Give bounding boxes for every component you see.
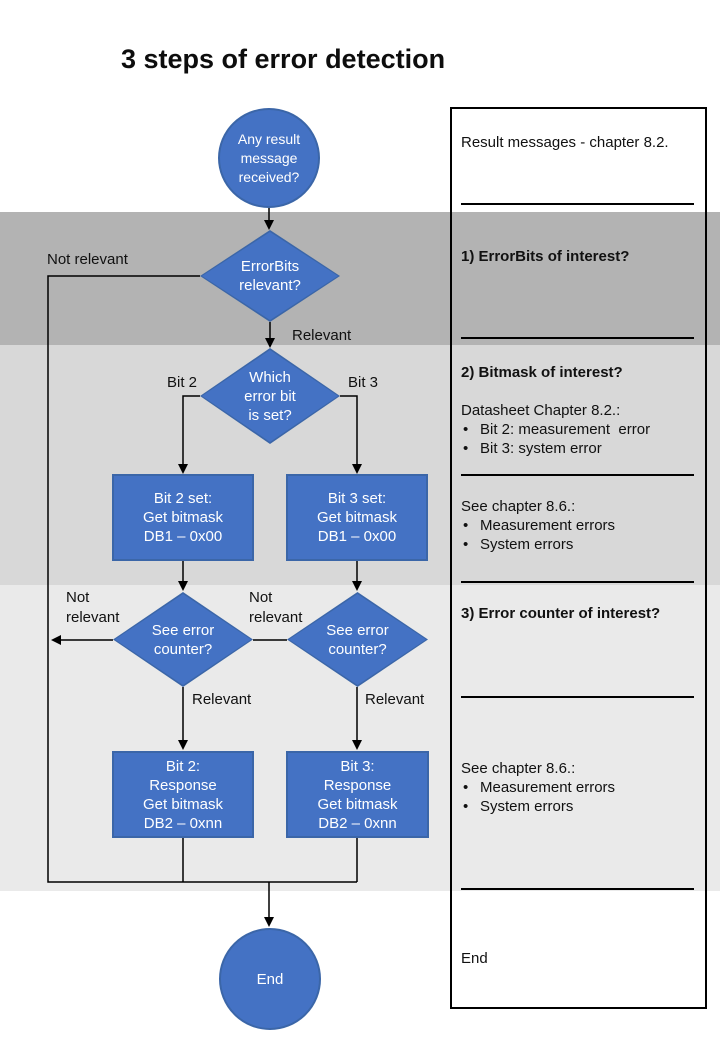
panel-step3-sub: See chapter 8.6.: — [461, 760, 576, 777]
panel-rule-3 — [461, 474, 694, 476]
bullet-item-label: Measurement errors — [480, 517, 616, 534]
bullet-item-label: System errors — [480, 798, 574, 815]
node-bit3-set-label: Bit 3 set: Get bitmask DB1 – 0x00 — [316, 490, 398, 545]
node-end: End — [219, 928, 321, 1030]
edge-label-bit2: Bit 2 — [167, 374, 198, 391]
edge-bit2-branch — [178, 395, 200, 474]
edge-not-relevant-bypass — [47, 275, 357, 883]
panel-end-label: End — [461, 950, 488, 967]
bullet-icon: • — [463, 517, 469, 534]
bullet-item: • Bit 3: system error — [463, 439, 602, 458]
bullet-item-label: Bit 2: measurement error — [480, 421, 651, 438]
edge-label-relevant-right: Relevant — [365, 691, 425, 708]
node-bit3-response-label: Bit 3: Response Get bitmask DB2 – 0xnn — [317, 757, 398, 832]
bullet-item: • Measurement errors — [463, 778, 615, 797]
page-title: 3 steps of error detection — [121, 44, 446, 74]
node-bit3-set: Bit 3 set: Get bitmask DB1 – 0x00 — [286, 474, 428, 561]
panel-rule-4 — [461, 581, 694, 583]
panel-rule-6 — [461, 888, 694, 890]
bullet-icon: • — [463, 440, 469, 457]
bullet-item: • System errors — [463, 797, 573, 816]
bullet-item-label: Bit 3: system error — [480, 440, 602, 457]
bullet-icon: • — [463, 798, 469, 815]
edge-label-not-relevant-top: Not relevant — [47, 251, 128, 268]
bullet-icon: • — [463, 536, 469, 553]
edge-bit3-branch — [340, 395, 362, 474]
panel-step2-heading: 2) Bitmask of interest? — [461, 364, 623, 381]
bullet-item: • Measurement errors — [463, 516, 615, 535]
node-bit2-response-label: Bit 2: Response Get bitmask DB2 – 0xnn — [142, 757, 224, 832]
panel-step2-sub: Datasheet Chapter 8.2.: — [461, 402, 621, 419]
edge-label-relevant-top: Relevant — [292, 327, 352, 344]
panel-rule-1 — [461, 203, 694, 205]
bullet-item: • Bit 2: measurement error — [463, 420, 650, 439]
node-start: Any result message received? — [218, 108, 320, 208]
bullet-item-label: System errors — [480, 536, 574, 553]
edge-label-not-relevant-middle: Not relevant — [249, 589, 303, 626]
edge-label-relevant-left: Relevant — [192, 691, 252, 708]
panel-step2b-sub: See chapter 8.6.: — [461, 498, 576, 515]
panel-rule-2 — [461, 337, 694, 339]
bullet-item: • System errors — [463, 535, 573, 554]
panel-result-messages: Result messages - chapter 8.2. — [461, 134, 669, 151]
info-panel-border — [450, 107, 707, 1009]
node-bit2-set: Bit 2 set: Get bitmask DB1 – 0x00 — [112, 474, 254, 561]
edge-label-not-relevant-left: Not relevant — [66, 589, 120, 626]
node-end-label: End — [256, 970, 284, 988]
panel-step3-heading: 3) Error counter of interest? — [461, 605, 661, 622]
bullet-icon: • — [463, 779, 469, 796]
node-bit3-response: Bit 3: Response Get bitmask DB2 – 0xnn — [286, 751, 429, 838]
node-bit2-response: Bit 2: Response Get bitmask DB2 – 0xnn — [112, 751, 254, 838]
bullet-icon: • — [463, 421, 469, 438]
bullet-item-label: Measurement errors — [480, 779, 616, 796]
node-start-label: Any result message received? — [237, 130, 301, 185]
step1-band — [0, 212, 720, 345]
panel-rule-5 — [461, 696, 694, 698]
edge-label-bit3: Bit 3 — [348, 374, 379, 391]
node-bit2-set-label: Bit 2 set: Get bitmask DB1 – 0x00 — [142, 490, 224, 545]
panel-step1-heading: 1) ErrorBits of interest? — [461, 248, 630, 265]
